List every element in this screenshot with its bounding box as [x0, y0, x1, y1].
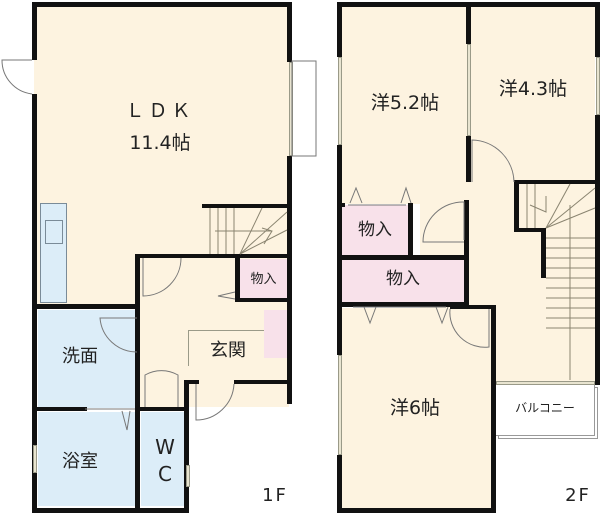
ldk-label: ＬＤＫ: [125, 100, 195, 122]
floor-label-2f: 2F: [565, 485, 591, 506]
wall: [466, 136, 471, 182]
wall: [135, 407, 187, 411]
wall: [287, 156, 292, 404]
window: [496, 381, 595, 385]
wall: [464, 200, 469, 305]
wall: [32, 407, 87, 411]
window: [186, 465, 190, 487]
room-western-5-2: [341, 4, 468, 204]
wall: [491, 305, 496, 513]
wall: [408, 203, 413, 258]
wc-label-c: C: [158, 462, 172, 486]
wall: [337, 145, 342, 355]
window: [467, 44, 471, 136]
room-balcony: [495, 384, 595, 436]
wall: [202, 204, 292, 208]
wall: [514, 228, 544, 232]
wall: [235, 256, 240, 302]
kitchen-counter: [40, 203, 67, 303]
room-storage-1f: [240, 259, 287, 300]
room-wc: [141, 412, 187, 506]
wall: [337, 2, 342, 57]
entrance-label: 玄関: [210, 340, 246, 361]
bathroom-label: 浴室: [62, 451, 98, 472]
wall: [184, 380, 189, 512]
room-storage-2f-b: [342, 259, 464, 303]
wall: [32, 304, 138, 309]
room-bathroom: [38, 412, 137, 506]
shoe-cabinet: [264, 310, 287, 358]
window: [338, 57, 342, 145]
wc-label-w: W: [155, 435, 175, 459]
ldk-size: 11.4帖: [129, 132, 191, 154]
wall: [514, 180, 519, 232]
wall: [450, 305, 495, 309]
washroom-label: 洗面: [62, 346, 98, 367]
wall: [184, 380, 199, 384]
room-washroom: [38, 310, 137, 408]
wall: [514, 180, 600, 184]
wall: [32, 2, 292, 7]
wall: [466, 2, 471, 44]
wall: [337, 203, 345, 207]
wall: [541, 228, 546, 278]
wall: [337, 455, 342, 513]
balcony-label: バルコニー: [515, 401, 575, 415]
wall: [595, 115, 600, 385]
wall: [135, 254, 292, 258]
storage-label-2f-a: 物入: [358, 220, 392, 240]
western-5-2-label: 洋5.2帖: [370, 92, 440, 114]
window: [338, 355, 342, 455]
wall: [32, 508, 189, 513]
wall: [32, 94, 37, 512]
window: [33, 445, 37, 473]
floor-label-1f: 1F: [262, 485, 288, 506]
storage-label-1f: 物入: [250, 272, 277, 287]
wall: [32, 2, 37, 60]
wall: [337, 255, 469, 260]
wall: [235, 298, 292, 302]
wall: [337, 508, 496, 513]
room-western-4-3: [470, 4, 595, 182]
storage-label-2f-b: 物入: [386, 269, 420, 289]
room-storage-2f-a: [342, 205, 410, 255]
wall: [234, 380, 292, 384]
western-4-3-label: 洋4.3帖: [498, 78, 568, 100]
wall: [337, 302, 469, 307]
entrance-step: [188, 330, 264, 366]
wall: [287, 2, 292, 62]
sink: [45, 220, 63, 244]
wall: [135, 254, 140, 512]
wall: [595, 2, 600, 57]
western-6-label: 洋6帖: [389, 397, 441, 419]
